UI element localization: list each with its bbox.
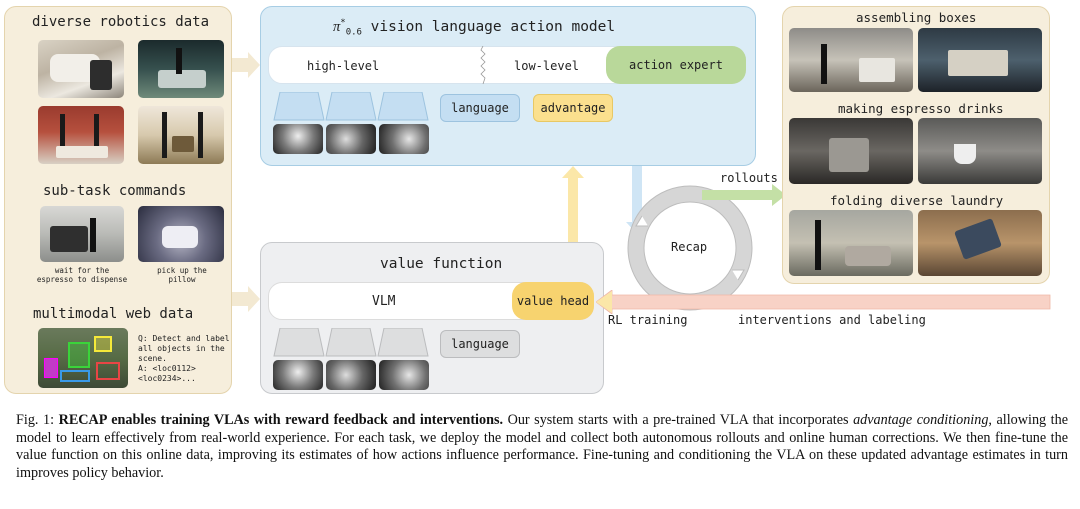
robot-bedroom-photo	[38, 40, 124, 98]
vlm-label: VLM	[372, 294, 396, 309]
espresso-photo-1	[789, 118, 913, 184]
rl-training-label: RL training	[608, 313, 688, 327]
caption-fig-label: Fig. 1:	[16, 412, 55, 428]
caption-italic: advantage conditioning	[853, 412, 989, 428]
laundry-photo-1	[789, 210, 913, 276]
rollouts-arrow	[702, 184, 786, 206]
web-question: Q: Detect and label all objects in the s…	[138, 334, 230, 363]
low-level-label: low-level	[514, 59, 580, 73]
vla-image-tokens	[273, 92, 429, 121]
vf-camera-3	[379, 360, 429, 390]
vla-title-text: vision language action model	[361, 18, 616, 35]
value-head-box: value head	[512, 282, 594, 320]
vla-camera-3	[379, 124, 429, 154]
rollouts-label: rollouts	[720, 171, 778, 185]
interventions-label: interventions and labeling	[738, 313, 926, 327]
advantage-up-arrow	[562, 166, 584, 244]
pi-symbol: π	[333, 18, 341, 35]
interventions-arrow	[596, 290, 1051, 314]
vf-language-token: language	[440, 330, 520, 358]
action-expert-box: action expert	[606, 46, 746, 84]
recap-label: Recap	[671, 240, 708, 254]
figure-caption: Fig. 1: RECAP enables training VLAs with…	[16, 412, 1068, 482]
task-laundry-title: folding diverse laundry	[830, 193, 1004, 208]
web-answer: A: <loc0112> <loc0234>...	[138, 364, 196, 383]
web-detection-photo	[38, 328, 128, 388]
high-level-label: high-level	[307, 59, 380, 73]
robot-workbench-photo	[138, 106, 224, 164]
robot-brickwall-photo	[38, 106, 124, 164]
advantage-token: advantage	[533, 94, 613, 122]
value-function-title: value function	[380, 256, 503, 272]
task-espresso-title: making espresso drinks	[838, 101, 1004, 116]
vf-camera-1	[273, 360, 323, 390]
vla-language-token: language	[440, 94, 520, 122]
robotics-data-title: diverse robotics data	[32, 14, 210, 30]
data-to-vla-arrow	[232, 52, 260, 78]
vf-camera-2	[326, 360, 376, 390]
robot-kitchen-photo	[138, 40, 224, 98]
pillow-photo	[138, 206, 224, 262]
vf-image-tokens	[273, 328, 429, 357]
subtask-commands-title: sub-task commands	[43, 183, 187, 199]
espresso-photo	[40, 206, 124, 262]
data-to-value-arrow	[232, 286, 260, 312]
vla-camera-1	[273, 124, 323, 154]
caption-bold: RECAP enables training VLAs with reward …	[58, 412, 504, 428]
vla-down-arrow	[626, 166, 648, 234]
pi-version: 0.6	[345, 27, 362, 38]
caption-text-1: Our system starts with a pre-trained VLA…	[503, 412, 854, 428]
pillow-caption: pick up the pillow	[157, 266, 207, 284]
caption-text-2: , allowing the model to learn effectivel…	[16, 412, 1069, 481]
web-data-title: multimodal web data	[33, 306, 194, 322]
vla-camera-2	[326, 124, 376, 154]
zigzag-divider	[480, 46, 486, 84]
web-qa-text: Q: Detect and label all objects in the s…	[138, 334, 230, 384]
espresso-caption: wait for the espresso to dispense	[36, 266, 128, 284]
vla-title: π*0.6 vision language action model	[333, 18, 615, 38]
laundry-photo-2	[918, 210, 1042, 276]
espresso-photo-2	[918, 118, 1042, 184]
pi-star: *	[340, 18, 346, 28]
assembling-photo-1	[789, 28, 913, 92]
assembling-photo-2	[918, 28, 1042, 92]
task-assembling-title: assembling boxes	[856, 10, 977, 25]
